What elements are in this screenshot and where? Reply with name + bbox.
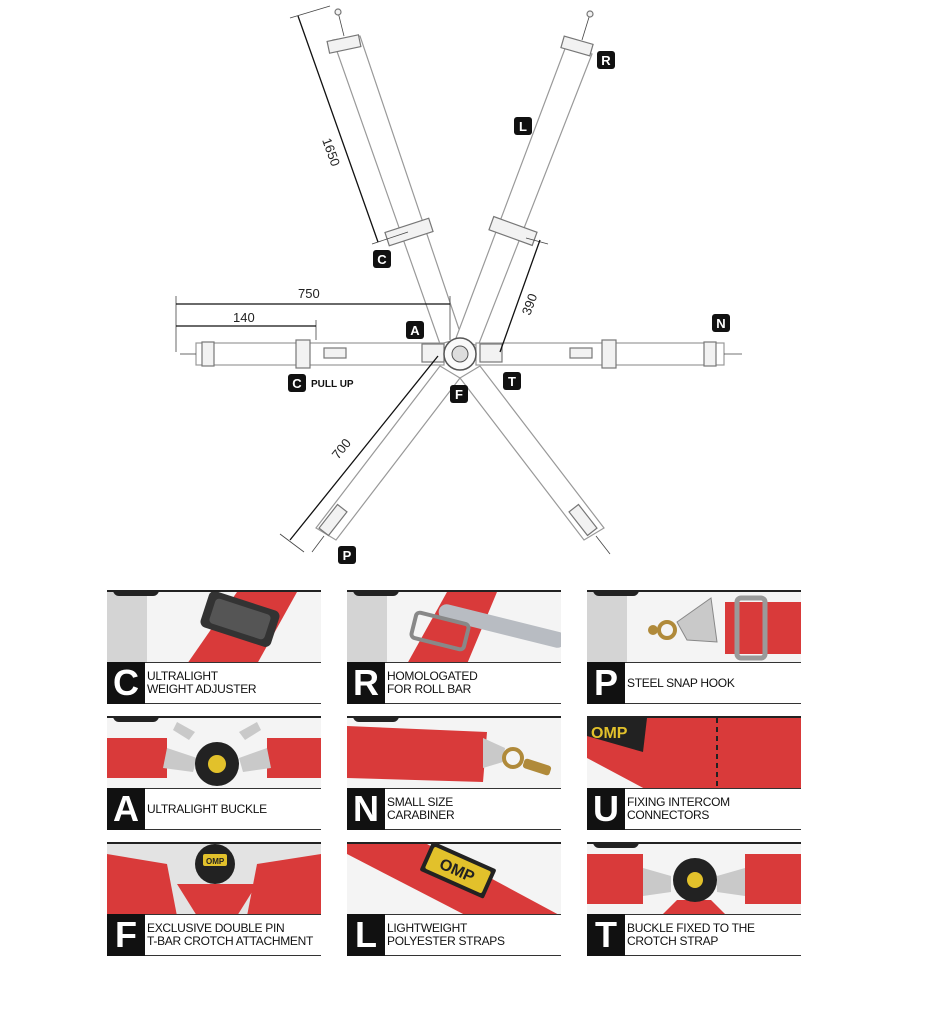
card-a-buckle: A ULTRALIGHT BUCKLE [107, 716, 321, 831]
card-caption-line2: FOR ROLL BAR [387, 682, 471, 696]
card-letter: R [347, 662, 385, 704]
card-letter: U [587, 788, 625, 830]
card-f-t-bar: OMP F EXCLUSIVE DOUBLE PIN T-BAR CROTCH … [107, 842, 321, 957]
dim-1650-label: 1650 [319, 136, 343, 168]
svg-text:C: C [377, 252, 387, 267]
badge-n: N [712, 314, 730, 332]
buckle-photo [107, 716, 321, 790]
strap-photo: OMP [347, 842, 561, 916]
card-c-weight-adjuster: C ULTRALIGHT WEIGHT ADJUSTER [107, 590, 321, 705]
right-crotch-strap [459, 365, 611, 555]
intercom-photo: OMP [587, 716, 801, 790]
card-t-crotch-buckle: T BUCKLE FIXED TO THE CROTCH STRAP [587, 842, 801, 957]
card-letter: N [347, 788, 385, 830]
dim-390-label: 390 [519, 292, 541, 318]
crotch-buckle-photo [587, 842, 801, 916]
card-letter: F [107, 914, 145, 956]
left-shoulder-strap [326, 8, 463, 345]
badge-c-top: C [373, 250, 391, 268]
card-letter: A [107, 788, 145, 830]
card-letter: P [587, 662, 625, 704]
dim-140-label: 140 [233, 310, 255, 325]
card-caption-line1: ULTRALIGHT BUCKLE [147, 801, 267, 816]
card-caption-line2: CONNECTORS [627, 808, 710, 822]
card-caption-line2: POLYESTER STRAPS [387, 934, 505, 948]
card-caption-line2: CARABINER [387, 808, 455, 822]
card-caption-line1: FIXING INTERCOM [627, 795, 730, 809]
snap-hook-photo [587, 590, 801, 664]
pull-up-label: PULL UP [311, 379, 354, 390]
card-n-carabiner: N SMALL SIZE CARABINER [347, 716, 561, 831]
card-caption-line1: BUCKLE FIXED TO THE [627, 921, 755, 935]
card-l-polyester-straps: OMP L LIGHTWEIGHT POLYESTER STRAPS [347, 842, 561, 957]
svg-text:R: R [601, 53, 611, 68]
svg-text:P: P [343, 548, 352, 563]
badge-l: L [514, 117, 532, 135]
left-crotch-strap [311, 365, 461, 553]
card-caption-line1: STEEL SNAP HOOK [627, 675, 735, 690]
svg-text:T: T [508, 374, 516, 389]
card-caption-line2: T-BAR CROTCH ATTACHMENT [147, 934, 313, 948]
dim-700-label: 700 [329, 436, 354, 462]
dimension-390: 390 [499, 237, 549, 353]
svg-text:F: F [455, 387, 463, 402]
left-lap-strap [180, 339, 445, 369]
badge-r: R [597, 51, 615, 69]
t-bar-photo: OMP [107, 842, 321, 916]
badge-c-pull-up: C PULL UP [288, 374, 354, 392]
svg-text:A: A [410, 323, 420, 338]
badge-t: T [503, 372, 521, 390]
dimension-140: 140 [176, 310, 317, 340]
badge-p: P [338, 546, 356, 564]
omp-logo-text: OMP [206, 857, 225, 866]
svg-text:N: N [716, 316, 725, 331]
weight-adjuster-photo [107, 590, 321, 664]
card-letter: C [107, 662, 145, 704]
card-caption-line1: ULTRALIGHT [147, 669, 218, 683]
card-caption-line1: LIGHTWEIGHT [387, 921, 468, 935]
right-lap-strap [475, 339, 742, 369]
badge-a: A [406, 321, 424, 339]
card-u-intercom: OMP U FIXING INTERCOM CONNECTORS [587, 716, 801, 831]
card-caption-line1: EXCLUSIVE DOUBLE PIN [147, 921, 285, 935]
card-r-roll-bar: R HOMOLOGATED FOR ROLL BAR [347, 590, 561, 705]
svg-text:C: C [292, 376, 302, 391]
card-caption-line2: WEIGHT ADJUSTER [147, 682, 257, 696]
svg-text:L: L [519, 119, 527, 134]
central-buckle [443, 337, 477, 371]
card-caption-line1: SMALL SIZE [387, 795, 453, 809]
carabiner-photo [347, 716, 561, 790]
dimension-750: 750 [175, 286, 451, 352]
card-p-snap-hook: P STEEL SNAP HOOK [587, 590, 801, 705]
roll-bar-photo [347, 590, 561, 664]
dim-750-label: 750 [298, 286, 320, 301]
badge-f: F [450, 385, 468, 403]
harness-diagram: 1650 750 140 390 700 R L C N A [175, 5, 742, 564]
card-caption-line2: CROTCH STRAP [627, 934, 719, 948]
card-letter: T [587, 914, 625, 956]
card-letter: L [347, 914, 385, 956]
card-caption-line1: HOMOLOGATED [387, 669, 478, 683]
omp-logo-text: OMP [591, 725, 628, 742]
